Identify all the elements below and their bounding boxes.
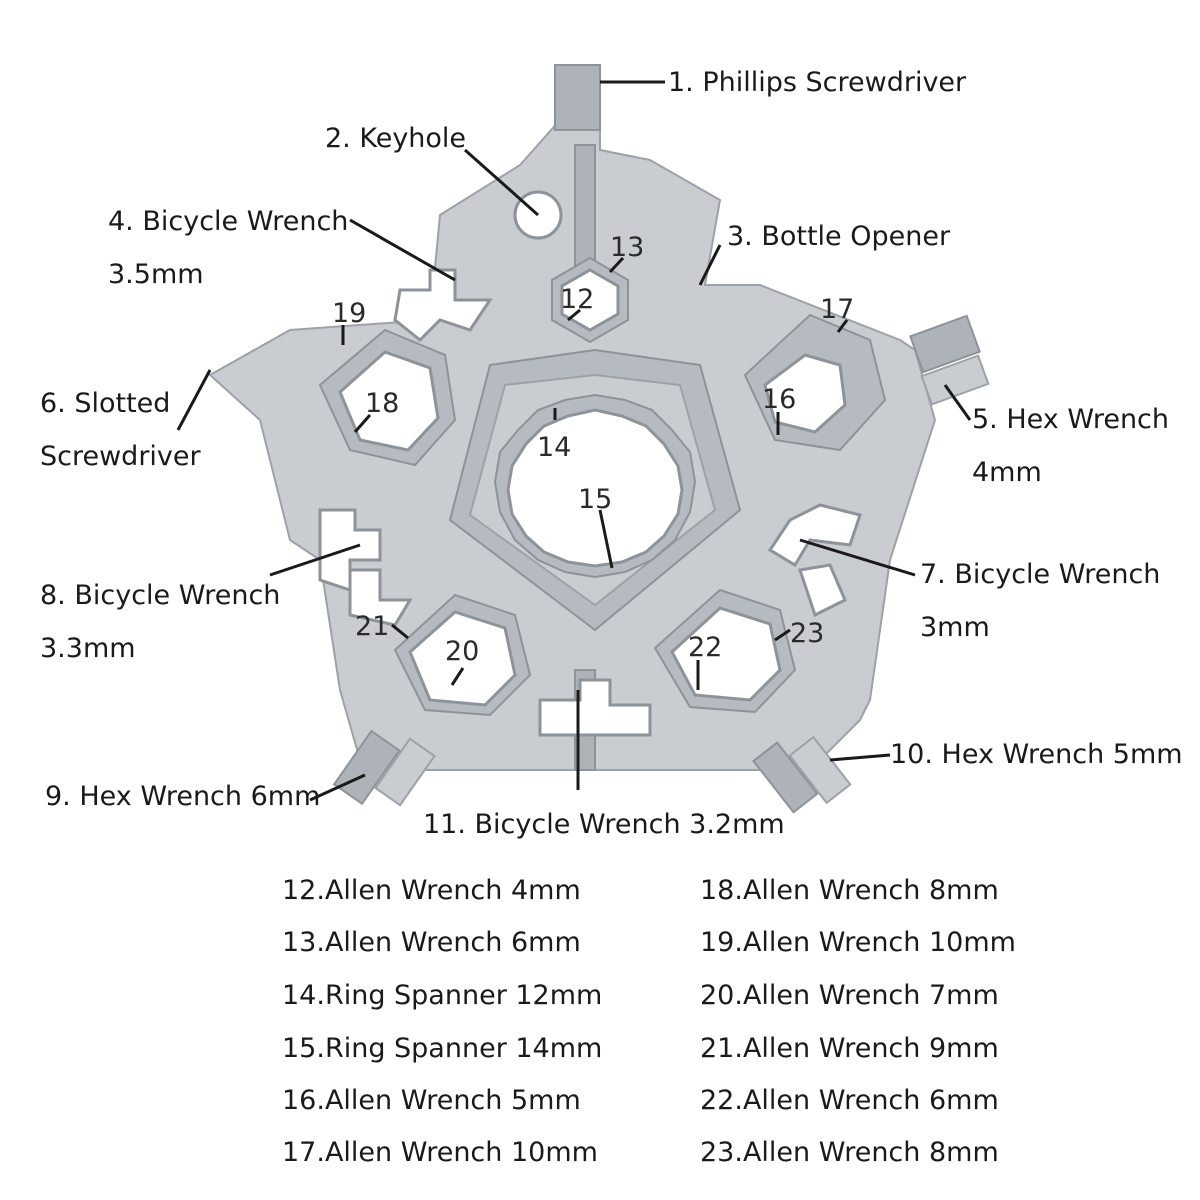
num-19: 19 <box>332 298 366 329</box>
spec-item: 13.Allen Wrench 6mm <box>282 927 581 958</box>
spec-item: 16.Allen Wrench 5mm <box>282 1085 581 1116</box>
allen-wrench-7mm <box>408 610 517 707</box>
callout-bicycle-wrench-3-3-line1: 8. Bicycle Wrench <box>40 580 281 611</box>
spec-item: 19.Allen Wrench 10mm <box>700 927 1016 958</box>
num-21: 21 <box>355 611 389 642</box>
num-22: 22 <box>688 632 722 663</box>
ring-spanner-15mm <box>506 408 684 568</box>
callout-hex-wrench-4-line2: 4mm <box>972 457 1042 488</box>
hex-wrench-6mm-arm <box>332 729 436 807</box>
callout-phillips-screwdriver: 1. Phillips Screwdriver <box>668 67 967 98</box>
callout-bicycle-wrench-3-5-line2: 3.5mm <box>108 259 204 290</box>
spec-item: 17.Allen Wrench 10mm <box>282 1137 598 1168</box>
num-16: 16 <box>762 384 796 415</box>
callout-hex-wrench-5: 10. Hex Wrench 5mm <box>890 739 1183 770</box>
spec-item: 18.Allen Wrench 8mm <box>700 875 999 906</box>
callout-hex-wrench-6: 9. Hex Wrench 6mm <box>45 781 321 812</box>
num-14: 14 <box>537 432 571 463</box>
spec-item: 20.Allen Wrench 7mm <box>700 980 999 1011</box>
allen-wrench-5mm-right <box>763 353 847 434</box>
callout-bicycle-wrench-3-3-line2: 3.3mm <box>40 633 136 664</box>
spec-item: 21.Allen Wrench 9mm <box>700 1033 999 1064</box>
num-23: 23 <box>790 618 824 649</box>
callout-keyhole: 2. Keyhole <box>325 123 467 154</box>
callout-bottle-opener: 3. Bottle Opener <box>727 221 951 252</box>
spec-item: 23.Allen Wrench 8mm <box>700 1137 999 1168</box>
leader-lines <box>176 80 972 802</box>
spec-item: 14.Ring Spanner 12mm <box>282 980 603 1011</box>
phillips-tip <box>554 64 601 131</box>
num-13: 13 <box>610 232 644 263</box>
spec-item: 22.Allen Wrench 6mm <box>700 1085 999 1116</box>
spec-item: 12.Allen Wrench 4mm <box>282 875 581 906</box>
num-18: 18 <box>365 388 399 419</box>
callout-bicycle-wrench-3-line2: 3mm <box>920 612 990 643</box>
tool-body <box>208 64 990 814</box>
num-20: 20 <box>445 636 479 667</box>
callout-bicycle-wrench-3-line1: 7. Bicycle Wrench <box>920 559 1161 590</box>
num-17: 17 <box>820 294 854 325</box>
callout-slotted-screwdriver-line2: Screwdriver <box>40 441 201 472</box>
callout-bicycle-wrench-3-2: 11. Bicycle Wrench 3.2mm <box>423 809 785 840</box>
spec-item: 15.Ring Spanner 14mm <box>282 1033 603 1064</box>
callout-bicycle-wrench-3-5-line1: 4. Bicycle Wrench <box>108 206 349 237</box>
hex-wrench-4mm-arm <box>909 314 990 406</box>
callout-slotted-screwdriver-line1: 6. Slotted <box>40 388 171 419</box>
callout-hex-wrench-4-line1: 5. Hex Wrench <box>972 404 1170 435</box>
allen-wrench-8mm-left <box>338 350 440 452</box>
hex-wrench-5mm-arm <box>752 735 852 814</box>
part-numbers: 12 13 14 15 16 17 18 19 20 21 22 23 <box>332 232 854 667</box>
num-12: 12 <box>560 284 594 315</box>
num-15: 15 <box>578 484 612 515</box>
